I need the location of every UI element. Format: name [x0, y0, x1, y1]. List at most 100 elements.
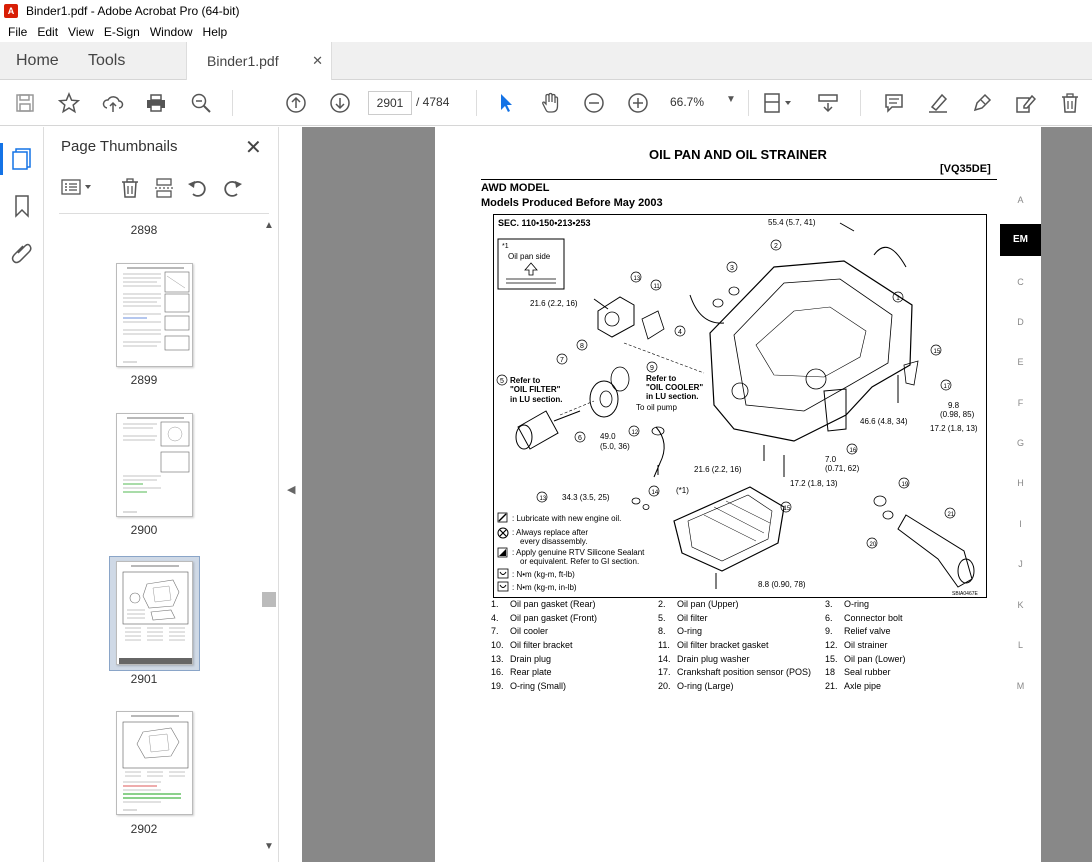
index-tab[interactable]: F — [1017, 398, 1024, 408]
tab-bar: Home Tools Binder1.pdf ✕ — [0, 42, 1092, 81]
zoom-out-icon[interactable] — [582, 91, 606, 115]
scroll-down-icon[interactable]: ▼ — [264, 841, 274, 852]
menu-esign[interactable]: E-Sign — [103, 25, 140, 39]
diagram-sec-label: SEC. 110•150•213•253 — [498, 218, 591, 228]
thumbnail-panel: Page Thumbnails ✕ 2898 — [45, 127, 278, 862]
index-tab[interactable]: J — [1018, 559, 1023, 569]
index-tab[interactable]: G — [1016, 438, 1024, 448]
menu-bar: File Edit View E-Sign Window Help — [0, 22, 1092, 42]
index-tab[interactable]: E — [1017, 357, 1024, 367]
zoom-level-select[interactable]: 66.7% — [670, 95, 705, 109]
menu-view[interactable]: View — [68, 25, 94, 39]
zoom-search-icon[interactable] — [189, 91, 213, 115]
highlight-pen-icon[interactable] — [926, 91, 950, 115]
tab-document[interactable]: Binder1.pdf ✕ — [186, 42, 332, 81]
index-tab[interactable]: L — [1017, 640, 1023, 650]
page-thumbnails-icon[interactable] — [10, 147, 34, 171]
tab-home[interactable]: Home — [16, 52, 59, 69]
toolbar-divider — [232, 90, 233, 116]
save-icon[interactable] — [13, 91, 37, 115]
collapse-left-icon[interactable]: ◀ — [287, 484, 296, 496]
index-tab[interactable]: H — [1017, 478, 1024, 488]
attachments-icon[interactable] — [10, 240, 34, 264]
svg-text:11: 11 — [654, 284, 661, 290]
comment-icon[interactable] — [882, 91, 906, 115]
index-tab[interactable]: A — [1017, 195, 1024, 205]
torque-label: (0.98, 85) — [940, 410, 975, 419]
torque-label: 46.6 (4.8, 34) — [860, 417, 908, 426]
torque-label: 8.8 (0.90, 78) — [758, 580, 806, 589]
chevron-down-icon[interactable]: ▼ — [726, 94, 736, 105]
scroll-up-icon[interactable]: ▲ — [264, 220, 274, 231]
index-tab[interactable]: D — [1017, 317, 1024, 327]
edit-pdf-icon[interactable] — [1013, 91, 1037, 115]
zoom-in-icon[interactable] — [626, 91, 650, 115]
print-icon[interactable] — [144, 91, 168, 115]
torque-label: 34.3 (3.5, 25) — [562, 493, 610, 502]
index-tab[interactable]: M — [1016, 681, 1025, 691]
bookmark-star-icon[interactable] — [57, 91, 81, 115]
svg-text:7: 7 — [560, 357, 564, 364]
scroll-mode-icon[interactable] — [816, 91, 840, 115]
extract-pages-icon[interactable] — [153, 177, 175, 201]
svg-text:17: 17 — [944, 384, 951, 390]
torque-label: 17.2 (1.8, 13) — [790, 479, 838, 488]
acrobat-logo-icon: A — [4, 4, 18, 18]
rotate-counterclockwise-icon[interactable] — [187, 177, 209, 201]
torque-label: 7.0 — [825, 455, 837, 464]
pdf-page: OIL PAN AND OIL STRAINER [VQ35DE] AWD MO… — [435, 127, 1041, 862]
close-icon[interactable]: ✕ — [245, 137, 262, 159]
section-subheading: Models Produced Before May 2003 — [481, 197, 663, 209]
tab-tools[interactable]: Tools — [88, 52, 126, 69]
torque-label: (5.0, 36) — [600, 442, 630, 451]
close-tab-icon[interactable]: ✕ — [312, 53, 323, 68]
legend-text: every disassembly. — [520, 537, 587, 546]
page-thumbnail-2901[interactable] — [116, 561, 193, 665]
document-view[interactable]: OIL PAN AND OIL STRAINER [VQ35DE] AWD MO… — [302, 127, 1092, 862]
hand-tool-icon[interactable] — [538, 91, 562, 115]
svg-text:6: 6 — [578, 435, 582, 442]
title-bar: A Binder1.pdf - Adobe Acrobat Pro (64-bi… — [0, 0, 1092, 22]
menu-help[interactable]: Help — [202, 25, 228, 39]
delete-icon[interactable] — [1058, 91, 1082, 115]
bookmarks-icon[interactable] — [10, 194, 34, 218]
thumbnail-options-icon[interactable] — [61, 177, 95, 201]
torque-label: (0.71, 62) — [825, 464, 860, 473]
thumbnail-list: 2898 — [45, 215, 265, 860]
thumbnail-scrollbar[interactable] — [263, 215, 277, 860]
index-tab-active[interactable]: EM — [1000, 224, 1041, 256]
page-label-2899: 2899 — [130, 373, 158, 387]
svg-text:13: 13 — [540, 496, 547, 502]
page-total: / 4784 — [416, 95, 450, 109]
index-tab[interactable]: C — [1017, 277, 1024, 287]
panel-collapse-handle[interactable]: ◀ — [278, 127, 302, 862]
svg-text:12: 12 — [632, 430, 639, 436]
page-thumbnail-2902[interactable] — [116, 711, 193, 815]
page-fit-icon[interactable] — [762, 91, 796, 115]
active-indicator — [0, 143, 3, 175]
menu-edit[interactable]: Edit — [37, 25, 59, 39]
page-thumbnail-2900[interactable] — [116, 413, 193, 517]
rotate-clockwise-icon[interactable] — [221, 177, 243, 201]
svg-text:15: 15 — [784, 506, 791, 512]
page-number-input[interactable]: 2901 — [368, 91, 412, 115]
select-cursor-icon[interactable] — [494, 91, 518, 115]
delete-page-icon[interactable] — [119, 177, 141, 201]
page-thumbnail-2899[interactable] — [116, 263, 193, 367]
menu-window[interactable]: Window — [149, 25, 193, 39]
legend-text: : Apply genuine RTV Silicone Sealant — [512, 548, 645, 557]
torque-label: 21.6 (2.2, 16) — [530, 299, 578, 308]
panel-title: Page Thumbnails — [61, 138, 178, 155]
draw-pen-icon[interactable] — [970, 91, 994, 115]
scrollbar-thumb[interactable] — [262, 592, 276, 607]
menu-file[interactable]: File — [8, 25, 28, 39]
svg-text:15: 15 — [934, 349, 941, 355]
previous-page-icon[interactable] — [284, 91, 308, 115]
inset-label: *1 — [502, 243, 509, 250]
next-page-icon[interactable] — [328, 91, 352, 115]
index-tab[interactable]: I — [1019, 519, 1022, 529]
upload-cloud-icon[interactable] — [101, 91, 125, 115]
page-label-2902: 2902 — [130, 822, 158, 836]
legend-text: : Always replace after — [512, 528, 588, 537]
index-tab[interactable]: K — [1017, 600, 1024, 610]
